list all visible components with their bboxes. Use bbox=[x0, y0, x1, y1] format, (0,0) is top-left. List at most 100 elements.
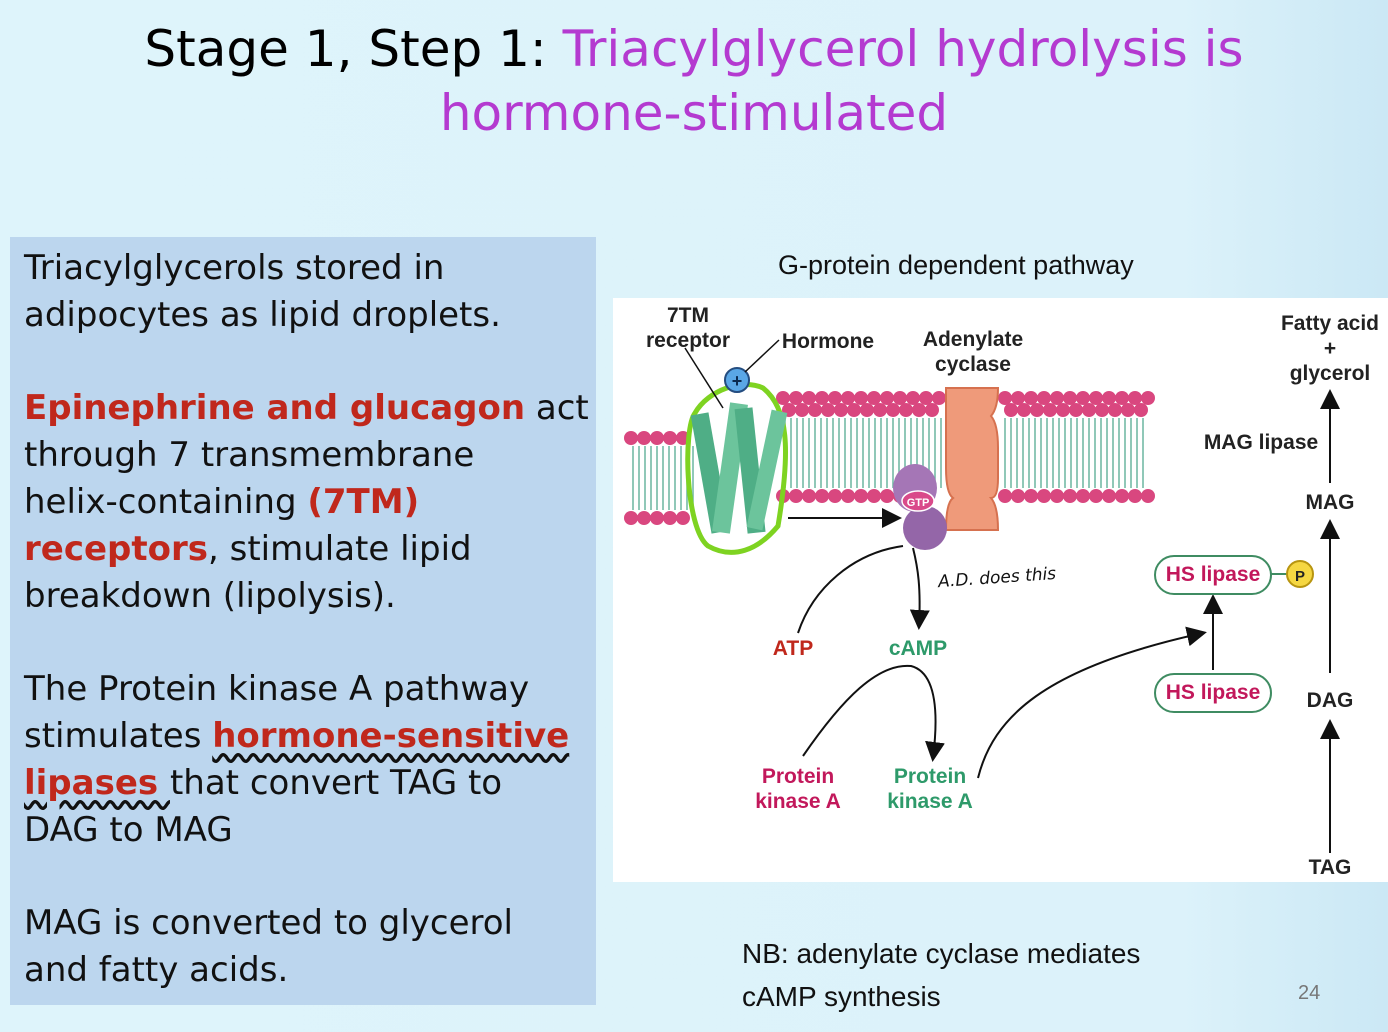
slide-title-line2: hormone-stimulated bbox=[439, 84, 949, 142]
title-highlight: Triacylglycerol hydrolysis is bbox=[562, 20, 1244, 78]
lipid-head bbox=[663, 511, 677, 525]
title-prefix: Stage 1, Step 1: bbox=[144, 20, 563, 78]
lipid-head bbox=[802, 489, 816, 503]
lipid-head bbox=[998, 489, 1012, 503]
g-protein-beta bbox=[903, 506, 947, 550]
paragraph-pka-text2: that convert TAG to DAG to MAG bbox=[24, 763, 503, 850]
receptor-shape bbox=[685, 382, 789, 555]
lipid-head bbox=[854, 391, 868, 405]
lipid-head bbox=[880, 489, 894, 503]
hs-lipase-inactive: HS lipase bbox=[1154, 673, 1272, 713]
lipid-head bbox=[1024, 391, 1038, 405]
lipid-head bbox=[624, 431, 638, 445]
lipid-head bbox=[998, 391, 1012, 405]
lipid-head bbox=[1004, 403, 1018, 417]
lipid-head bbox=[925, 403, 939, 417]
lipid-head bbox=[1063, 489, 1077, 503]
lipid-head bbox=[912, 403, 926, 417]
pka-activation-arrow bbox=[802, 664, 945, 762]
lipid-head bbox=[650, 511, 664, 525]
paragraph-storage: Triacylglycerols stored in adipocytes as… bbox=[24, 248, 501, 335]
hsl-term: hormone-sensitive lipases bbox=[24, 716, 570, 803]
lipid-head bbox=[1089, 391, 1103, 405]
lipid-head bbox=[676, 511, 690, 525]
adenylate-label: Adenylate cyclase bbox=[922, 328, 1024, 376]
lipid-head bbox=[1095, 403, 1109, 417]
phosphate-circle bbox=[1286, 560, 1314, 588]
pka-inactive-label: Protein kinase A bbox=[755, 765, 841, 813]
mag-lipase-label: MAG lipase bbox=[1203, 431, 1319, 454]
lipid-head bbox=[1030, 403, 1044, 417]
lipid-head bbox=[919, 391, 933, 405]
lipid-head bbox=[808, 403, 822, 417]
camp-label: cAMP bbox=[888, 637, 948, 660]
lipid-head bbox=[1011, 489, 1025, 503]
pathway-diagram-svg: + GTP P bbox=[624, 339, 1340, 853]
receptor-label: 7TM receptor bbox=[645, 304, 731, 352]
hs-lipase-phosphorylated: HS lipase bbox=[1154, 555, 1272, 595]
lipid-head bbox=[1089, 489, 1103, 503]
paragraph-hormones-text1: act through 7 transmembrane helix-contai… bbox=[24, 388, 589, 522]
hormone-molecule bbox=[724, 367, 750, 393]
lipid-head bbox=[776, 391, 790, 405]
membrane-heads bbox=[624, 391, 1155, 525]
lipid-head bbox=[828, 489, 842, 503]
lipid-head bbox=[802, 391, 816, 405]
lipid-head bbox=[841, 391, 855, 405]
adenylate-cyclase bbox=[944, 387, 1000, 531]
lipid-head bbox=[1069, 403, 1083, 417]
pathway-diagram: + GTP P 7TM receptor Hormone Adenylate c… bbox=[613, 298, 1388, 882]
lipid-head bbox=[1011, 391, 1025, 405]
lipid-head bbox=[1037, 391, 1051, 405]
camp-arrow bbox=[909, 547, 930, 630]
paragraph-pka: The Protein kinase A pathway stimulates … bbox=[24, 666, 596, 854]
lipid-head bbox=[1128, 391, 1142, 405]
paragraph-mag: MAG is converted to glycerol and fatty a… bbox=[24, 903, 513, 990]
lipid-head bbox=[1102, 489, 1116, 503]
phosphate-label: P bbox=[1295, 568, 1305, 585]
lipid-head bbox=[1056, 403, 1070, 417]
lipid-head bbox=[1076, 489, 1090, 503]
lipid-head bbox=[1128, 489, 1142, 503]
gtp-badge bbox=[901, 490, 935, 512]
lipid-head bbox=[841, 489, 855, 503]
hormone-pointer bbox=[744, 339, 780, 373]
lipid-head bbox=[1102, 391, 1116, 405]
membrane-tails bbox=[632, 418, 1144, 510]
tag-label: TAG bbox=[1308, 856, 1352, 879]
lipid-head bbox=[1050, 391, 1064, 405]
lipid-head bbox=[1141, 489, 1155, 503]
lipid-head bbox=[860, 403, 874, 417]
lipid-head bbox=[854, 489, 868, 503]
text-panel: Triacylglycerols stored in adipocytes as… bbox=[10, 237, 596, 1005]
lipid-head bbox=[1134, 403, 1148, 417]
hormone-names: Epinephrine and glucagon bbox=[24, 388, 526, 428]
receptor-pointer bbox=[684, 347, 724, 409]
lipid-head bbox=[1082, 403, 1096, 417]
slide-title: Stage 1, Step 1: Triacylglycerol hydroly… bbox=[0, 18, 1388, 80]
atp-path bbox=[797, 545, 904, 634]
lipid-head bbox=[1050, 489, 1064, 503]
lipid-head bbox=[867, 489, 881, 503]
lipid-head bbox=[880, 391, 894, 405]
lipid-head bbox=[789, 489, 803, 503]
lipid-head bbox=[795, 403, 809, 417]
hormone-label: Hormone bbox=[781, 330, 875, 353]
paragraph-pka-text1: The Protein kinase A pathway stimulates bbox=[24, 669, 530, 756]
lipid-head bbox=[1108, 403, 1122, 417]
lipid-head bbox=[873, 403, 887, 417]
paragraph-hormones: Epinephrine and glucagon act through 7 t… bbox=[24, 385, 596, 620]
mag-label: MAG bbox=[1305, 491, 1355, 514]
hormone-plus: + bbox=[732, 371, 743, 391]
lipid-head bbox=[637, 431, 651, 445]
lipid-head bbox=[847, 403, 861, 417]
lipid-head bbox=[815, 489, 829, 503]
lipid-head bbox=[1017, 403, 1031, 417]
lipid-head bbox=[893, 391, 907, 405]
pka-active-label: Protein kinase A bbox=[887, 765, 973, 813]
lipid-head bbox=[1115, 489, 1129, 503]
lipid-head bbox=[663, 431, 677, 445]
fatty-acid-label: Fatty acid + glycerol bbox=[1280, 312, 1380, 385]
lipid-head bbox=[834, 403, 848, 417]
lipid-head bbox=[1037, 489, 1051, 503]
